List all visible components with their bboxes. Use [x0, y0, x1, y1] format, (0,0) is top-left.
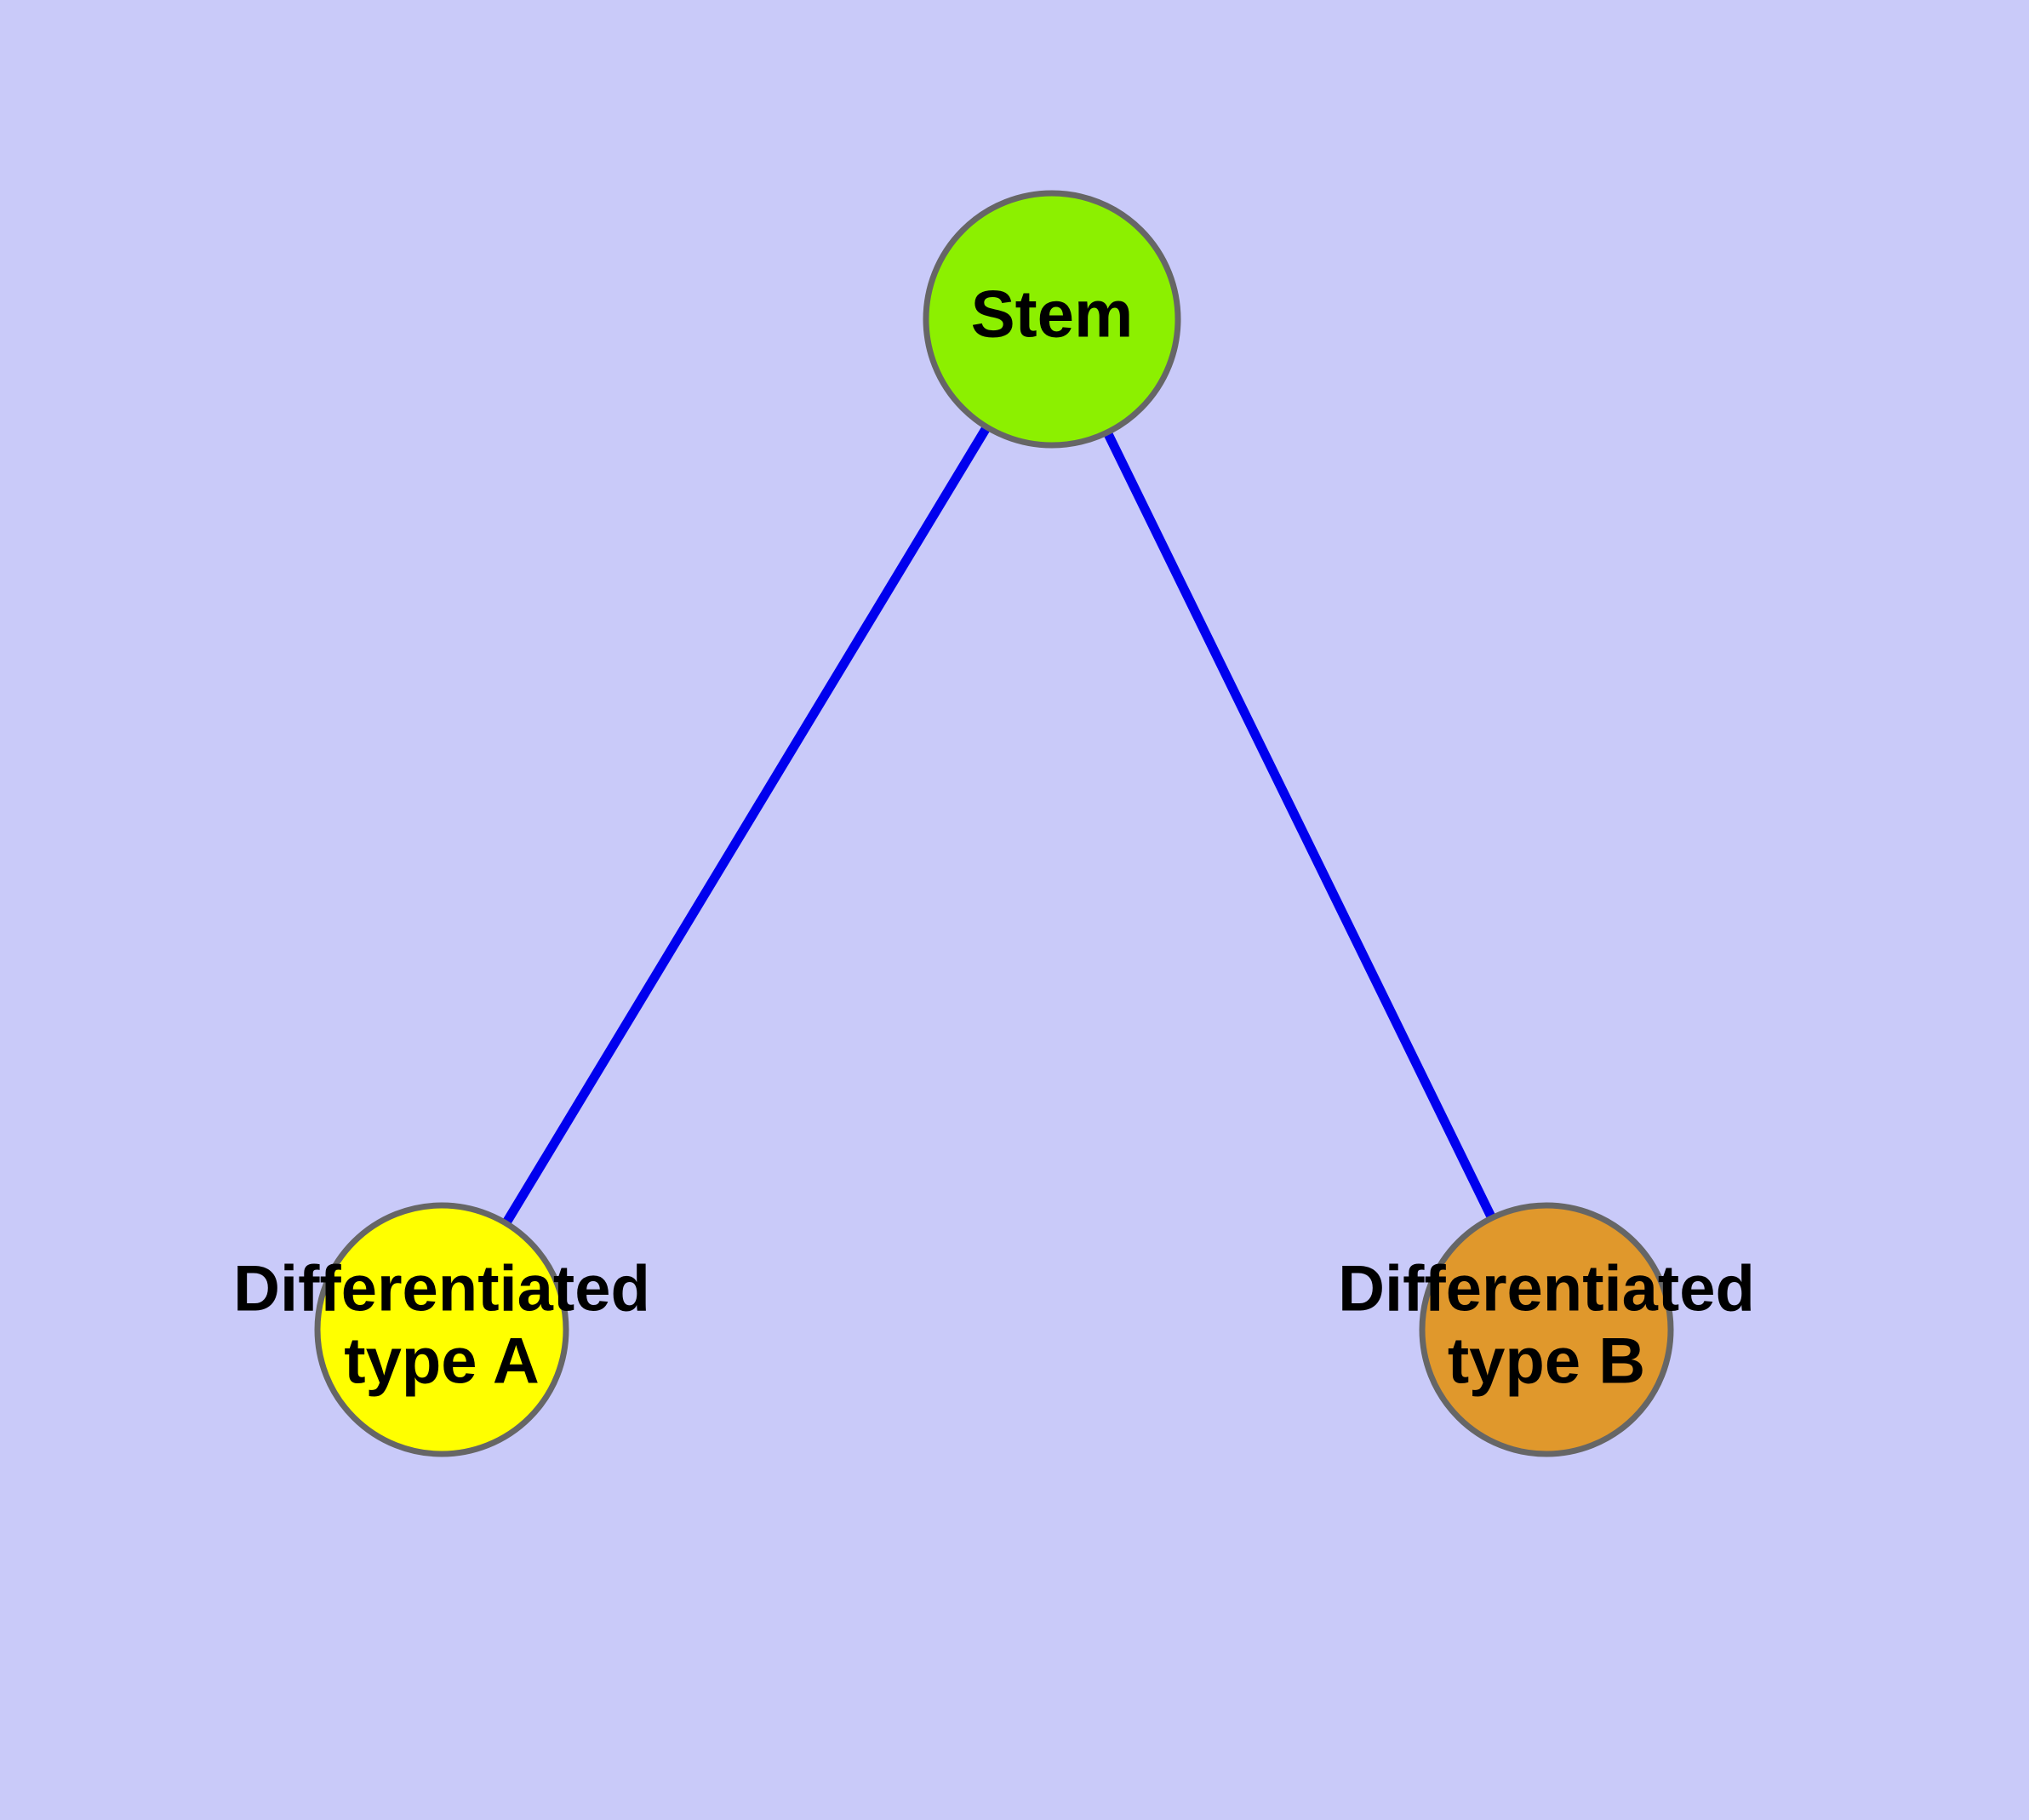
- node-label-diff_b-line-1: Differentiated: [1338, 1253, 1755, 1325]
- edge-stem-diff_b[interactable]: [1102, 428, 1497, 1222]
- edges-layer: [500, 423, 1497, 1228]
- node-circle-diff_b[interactable]: [1419, 1202, 1674, 1457]
- node-stem[interactable]: Stem: [923, 190, 1181, 449]
- node-label-stem-line-1: Stem: [971, 277, 1134, 352]
- node-label-diff_b-line-2: type B: [1448, 1325, 1645, 1398]
- edge-stem-diff_a[interactable]: [500, 423, 992, 1228]
- node-circle-stem[interactable]: [923, 190, 1181, 449]
- node-circle-diff_a[interactable]: [314, 1202, 569, 1457]
- node-label-diff_a-line-2: type A: [344, 1325, 539, 1398]
- node-label-diff_a-line-1: Differentiated: [233, 1253, 650, 1325]
